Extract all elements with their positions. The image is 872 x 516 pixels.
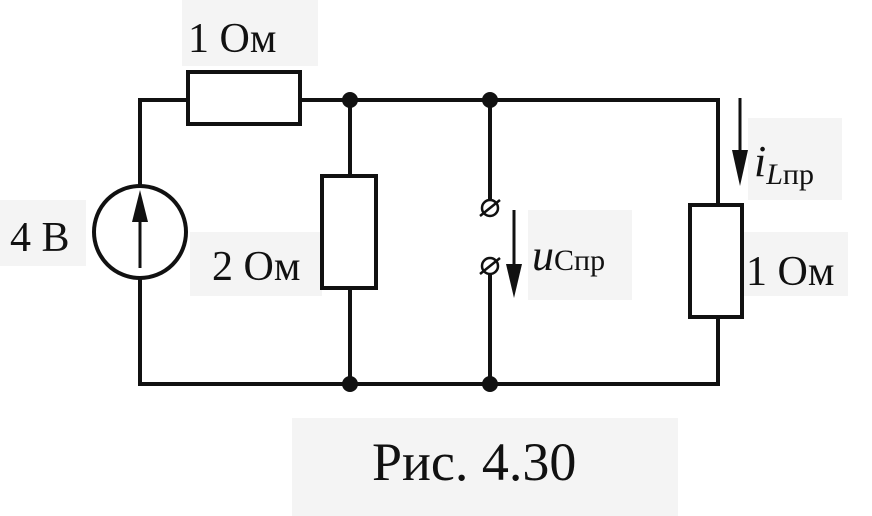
label-source: 4 В [10, 215, 70, 261]
ind-current-arrow-down-icon [732, 150, 748, 186]
source-arrow-up-icon [132, 190, 148, 222]
cap-voltage-arrow-down-icon [506, 264, 522, 298]
label-backdrop-ind [748, 118, 842, 200]
open-terminals [479, 198, 501, 276]
label-ind-current: iLпр [754, 137, 814, 191]
figure-caption: Рис. 4.30 [372, 432, 576, 492]
node-bottom-mid [342, 376, 358, 392]
voltage-source [92, 184, 188, 280]
caption-backdrop [292, 418, 678, 516]
label-r-right: 1 Ом [746, 249, 834, 295]
terminal-lower-slash [479, 257, 501, 275]
label-r-top: 1 Ом [188, 16, 276, 62]
label-backdrop-source [0, 200, 86, 266]
node-bottom-cap [482, 376, 498, 392]
node-top-cap [482, 92, 498, 108]
label-backdrop-cap [528, 210, 632, 300]
label-backdrop-r-right [742, 232, 848, 296]
label-r-middle: 2 Ом [212, 244, 300, 290]
wires [138, 98, 720, 386]
label-cap-voltage: uCпр [532, 231, 605, 280]
terminal-upper-slash [479, 199, 501, 217]
resistor-right [688, 203, 744, 319]
label-backdrop-r-top [182, 0, 318, 66]
label-cap-voltage-main: u [532, 231, 554, 280]
label-backdrop-r-middle [190, 232, 322, 296]
label-ind-current-sub-italic: L [765, 158, 783, 191]
label-cap-voltage-sub: Cпр [554, 244, 605, 277]
resistor-middle [320, 174, 378, 290]
label-ind-current-sub: пр [783, 158, 814, 191]
node-top-mid [342, 92, 358, 108]
resistor-top [186, 70, 302, 126]
label-ind-current-main: i [754, 137, 766, 186]
